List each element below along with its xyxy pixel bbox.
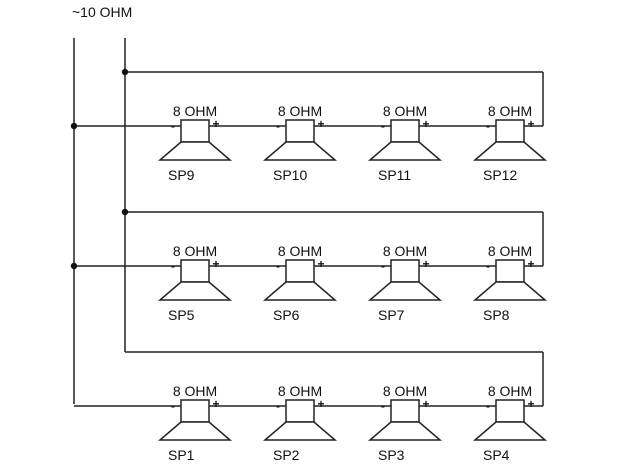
- positive-terminal-label: +: [527, 117, 534, 131]
- speaker-cone: [367, 281, 443, 301]
- speaker-impedance-label: 8 OHM: [383, 243, 427, 259]
- speaker-name-label: SP3: [378, 447, 405, 463]
- positive-terminal-label: +: [422, 397, 429, 411]
- negative-terminal-label: -: [276, 259, 280, 273]
- speaker-magnet: [495, 119, 525, 143]
- speaker-cone: [367, 421, 443, 441]
- speaker-impedance-label: 8 OHM: [173, 243, 217, 259]
- negative-terminal-label: -: [486, 259, 490, 273]
- speaker-impedance-label: 8 OHM: [173, 383, 217, 399]
- speaker-sp12: 8 OHM- + SP12: [472, 103, 548, 183]
- negative-terminal-label: -: [171, 259, 175, 273]
- speaker-sp5: 8 OHM- + SP5: [157, 243, 233, 323]
- positive-terminal-label: +: [212, 257, 219, 271]
- speaker-cone: [472, 141, 548, 161]
- wiring: [70, 38, 544, 407]
- speaker-name-label: SP2: [273, 447, 300, 463]
- speaker-sp10: 8 OHM- + SP10: [262, 103, 338, 183]
- speaker-name-label: SP9: [168, 167, 195, 183]
- speaker-sp4: 8 OHM- + SP4: [472, 383, 548, 463]
- speaker-impedance-label: 8 OHM: [383, 103, 427, 119]
- speaker-name-label: SP12: [483, 167, 517, 183]
- positive-terminal-label: +: [212, 397, 219, 411]
- speaker-magnet: [495, 259, 525, 283]
- negative-terminal-label: -: [276, 399, 280, 413]
- speaker-magnet: [285, 399, 315, 423]
- speaker-name-label: SP10: [273, 167, 307, 183]
- negative-terminal-label: -: [171, 399, 175, 413]
- negative-terminal-label: -: [171, 119, 175, 133]
- speaker-cone: [157, 421, 233, 441]
- negative-terminal-label: -: [486, 119, 490, 133]
- speaker-sp8: 8 OHM- + SP8: [472, 243, 548, 323]
- speaker-cone: [262, 281, 338, 301]
- speaker-cone: [157, 281, 233, 301]
- speaker-magnet: [180, 259, 210, 283]
- speaker-sp7: 8 OHM- + SP7: [367, 243, 443, 323]
- positive-terminal-label: +: [212, 117, 219, 131]
- speaker-name-label: SP7: [378, 307, 405, 323]
- positive-terminal-label: +: [422, 117, 429, 131]
- speaker-magnet: [390, 259, 420, 283]
- negative-terminal-label: -: [486, 399, 490, 413]
- positive-terminal-label: +: [527, 257, 534, 271]
- speaker-magnet: [180, 399, 210, 423]
- speaker-name-label: SP8: [483, 307, 510, 323]
- speaker-magnet: [495, 399, 525, 423]
- speaker-sp6: 8 OHM- + SP6: [262, 243, 338, 323]
- negative-terminal-label: -: [276, 119, 280, 133]
- speaker-magnet: [180, 119, 210, 143]
- speaker-magnet: [285, 119, 315, 143]
- positive-terminal-label: +: [317, 397, 324, 411]
- positive-terminal-label: +: [422, 257, 429, 271]
- junction-dot: [121, 208, 129, 216]
- negative-terminal-label: -: [381, 119, 385, 133]
- speaker-name-label: SP4: [483, 447, 510, 463]
- speaker-impedance-label: 8 OHM: [488, 103, 532, 119]
- positive-terminal-label: +: [317, 257, 324, 271]
- speaker-impedance-label: 8 OHM: [488, 383, 532, 399]
- speaker-cone: [472, 421, 548, 441]
- junction-dot: [121, 68, 129, 76]
- speaker-sp2: 8 OHM- + SP2: [262, 383, 338, 463]
- speaker-name-label: SP5: [168, 307, 195, 323]
- speaker-sp11: 8 OHM- + SP11: [367, 103, 443, 183]
- speaker-cone: [262, 141, 338, 161]
- speaker-sp9: 8 OHM- + SP9: [157, 103, 233, 183]
- negative-terminal-label: -: [381, 399, 385, 413]
- speaker-cone: [262, 421, 338, 441]
- speaker-magnet: [390, 399, 420, 423]
- speaker-impedance-label: 8 OHM: [173, 103, 217, 119]
- junction-dot: [70, 262, 78, 270]
- positive-terminal-label: +: [527, 397, 534, 411]
- positive-terminal-label: +: [317, 117, 324, 131]
- speaker-cone: [367, 141, 443, 161]
- speaker-cone: [472, 281, 548, 301]
- negative-terminal-label: -: [381, 259, 385, 273]
- speaker-sp1: 8 OHM- + SP1: [157, 383, 233, 463]
- impedance-title: ~10 OHM: [72, 4, 132, 20]
- speaker-name-label: SP11: [378, 167, 411, 183]
- speaker-impedance-label: 8 OHM: [383, 383, 427, 399]
- junction-dot: [70, 122, 78, 130]
- speaker-name-label: SP6: [273, 307, 300, 323]
- speaker-impedance-label: 8 OHM: [278, 383, 322, 399]
- speaker-impedance-label: 8 OHM: [278, 103, 322, 119]
- speaker-magnet: [390, 119, 420, 143]
- speaker-impedance-label: 8 OHM: [488, 243, 532, 259]
- speaker-cone: [157, 141, 233, 161]
- speaker-name-label: SP1: [168, 447, 195, 463]
- speaker-magnet: [285, 259, 315, 283]
- speaker-impedance-label: 8 OHM: [278, 243, 322, 259]
- speaker-sp3: 8 OHM- + SP3: [367, 383, 443, 463]
